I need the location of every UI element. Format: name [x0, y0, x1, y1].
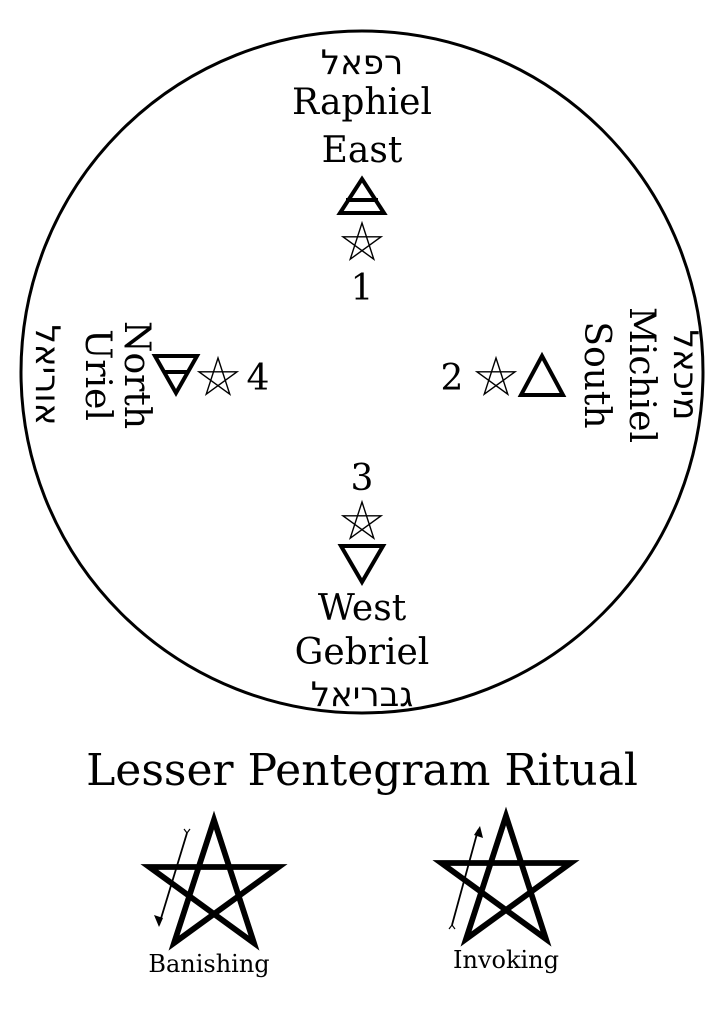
fire-symbol-icon [517, 351, 567, 397]
north-step-number: 4 [247, 358, 270, 399]
quarter-south: 2 South Michiel מיכאל [441, 307, 705, 443]
pentagram-icon [477, 358, 515, 394]
west-angel-name: Gebriel [295, 632, 430, 673]
arrow-down-icon [154, 828, 191, 927]
banishing-label: Banishing [148, 950, 269, 978]
west-hebrew-name: גבריאל [311, 675, 414, 715]
south-step-number: 2 [441, 358, 464, 399]
quarter-east: רפאל Raphiel East 1 [292, 43, 432, 309]
water-symbol-icon [337, 544, 387, 586]
pentagram-icon [199, 358, 237, 394]
north-hebrew-name: אוריאל [27, 325, 67, 426]
east-step-number: 1 [351, 268, 374, 309]
air-symbol-icon [336, 175, 388, 215]
east-angel-name: Raphiel [292, 82, 432, 123]
pentagram-icon [441, 816, 570, 939]
ritual-circle [19, 29, 705, 715]
pentagram-icon [343, 223, 381, 259]
south-angel-name: Michiel [621, 307, 662, 443]
east-direction: East [322, 130, 403, 171]
pentagram-icon [149, 820, 278, 943]
quarter-west: 3 West Gebriel גבריאל [295, 458, 430, 715]
diagram-title: Lesser Pentegram Ritual [86, 745, 638, 796]
east-hebrew-name: רפאל [321, 43, 403, 83]
pentagram-icon [343, 502, 381, 538]
north-direction: North [116, 321, 157, 429]
west-direction: West [318, 588, 407, 629]
north-angel-name: Uriel [77, 329, 118, 421]
invoking-pentagram: Invoking [441, 816, 570, 974]
south-direction: South [576, 321, 617, 428]
west-step-number: 3 [351, 458, 374, 499]
earth-symbol-icon [151, 354, 201, 398]
arrow-up-icon [448, 826, 483, 930]
banishing-pentagram: Banishing [148, 820, 278, 978]
south-hebrew-name: מיכאל [665, 330, 705, 421]
quarter-north: אוריאל Uriel North 4 [27, 321, 269, 429]
invoking-label: Invoking [453, 946, 559, 974]
